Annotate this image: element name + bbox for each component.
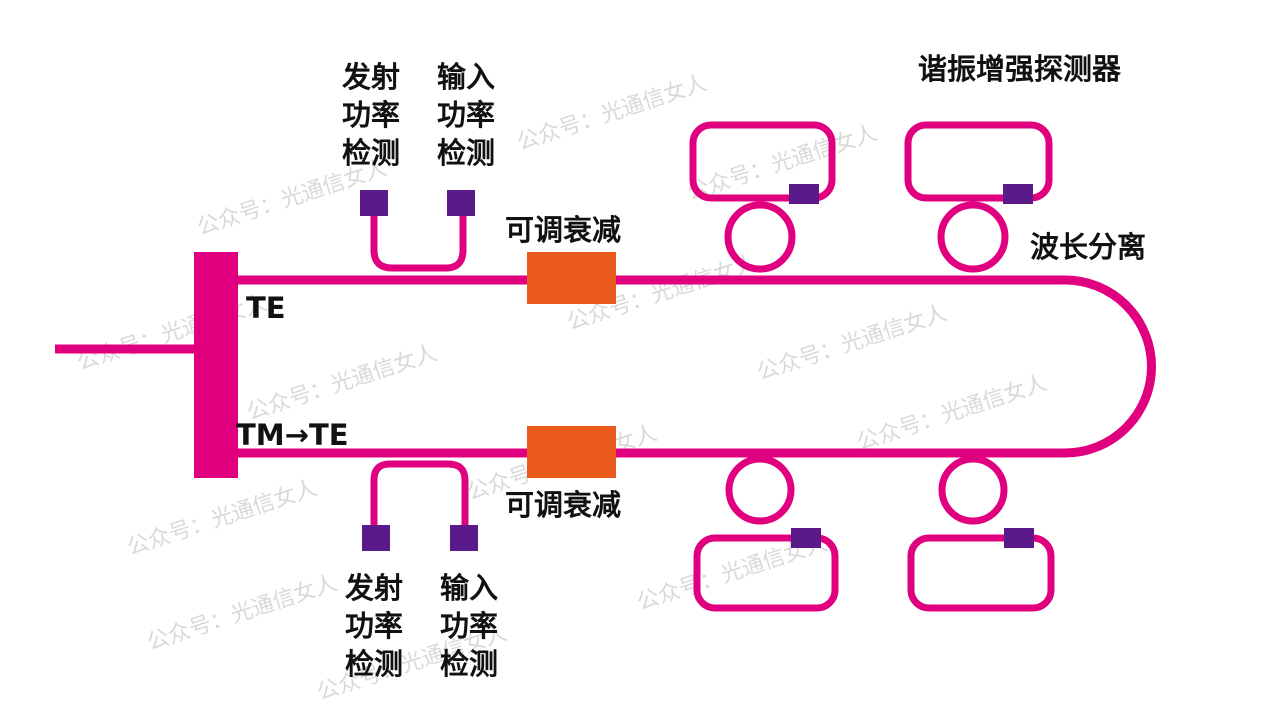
wavelength-split-label: 波长分离 bbox=[1030, 230, 1146, 264]
resonant-loop-top-2 bbox=[904, 121, 1053, 202]
bottom-monitor-tap bbox=[370, 460, 469, 528]
watermark-text: 公众号：光通信女人 bbox=[74, 291, 270, 376]
resonance-detector-label: 谐振增强探测器 bbox=[918, 52, 1122, 86]
tunable-attenuator-bottom-label: 可调衰减 bbox=[505, 488, 621, 522]
watermark-text: 公众号：光通信女人 bbox=[854, 371, 1050, 456]
tunable-attenuator-top bbox=[527, 252, 616, 304]
te-label: TE bbox=[246, 291, 286, 325]
ring-filter-top-2 bbox=[937, 201, 1009, 273]
top-emit-power-label: 发射 功率 检测 bbox=[341, 60, 400, 170]
bottom-input-power-label: 输入 功率 检测 bbox=[440, 571, 498, 681]
bus-waveguide bbox=[238, 275, 1156, 458]
ring-filter-bottom-2 bbox=[938, 455, 1008, 525]
resonance-detector-bottom-2 bbox=[1004, 528, 1034, 548]
bottom-input-power-detector bbox=[450, 525, 478, 551]
watermark-text: 公众号：光通信女人 bbox=[684, 121, 880, 206]
watermark-text: 公众号：光通信女人 bbox=[514, 71, 710, 156]
label-line: 发射 bbox=[344, 571, 403, 605]
tm-te-label: TM→TE bbox=[236, 418, 349, 452]
top-monitor-tap bbox=[370, 213, 467, 272]
resonant-loop-bottom-1 bbox=[693, 534, 839, 612]
ring-filter-bottom-1 bbox=[725, 455, 795, 525]
top-emit-power-detector bbox=[360, 190, 388, 216]
watermark-text: 公众号：光通信女人 bbox=[124, 476, 320, 561]
label-line: 检测 bbox=[342, 136, 400, 170]
resonance-detector-top-2 bbox=[1003, 184, 1033, 204]
resonance-detector-bottom-1 bbox=[791, 528, 821, 548]
bottom-emit-power-detector bbox=[362, 525, 390, 551]
watermark-text: 公众号：光通信女人 bbox=[144, 571, 340, 656]
resonant-loop-top-1 bbox=[689, 121, 836, 202]
tunable-attenuator-top-label: 可调衰减 bbox=[505, 213, 621, 247]
watermark-text: 公众号：光通信女人 bbox=[754, 301, 950, 386]
label-line: 功率 bbox=[437, 98, 495, 132]
tunable-attenuator-bottom bbox=[527, 426, 616, 478]
top-input-power-label: 输入 功率 检测 bbox=[437, 60, 495, 170]
resonant-loop-bottom-2 bbox=[907, 534, 1055, 612]
label-line: 功率 bbox=[345, 609, 403, 643]
top-input-power-detector bbox=[447, 190, 475, 216]
resonance-detector-top-1 bbox=[789, 184, 819, 204]
label-line: 检测 bbox=[440, 647, 498, 681]
bottom-emit-power-label: 发射 功率 检测 bbox=[344, 571, 403, 681]
label-line: 功率 bbox=[440, 609, 498, 643]
label-line: 检测 bbox=[437, 136, 495, 170]
polarization-splitter-bar bbox=[194, 252, 238, 478]
label-line: 发射 bbox=[341, 60, 400, 94]
label-line: 功率 bbox=[342, 98, 400, 132]
label-line: 输入 bbox=[437, 60, 495, 94]
watermark-text: 公众号：光通信女人 bbox=[244, 341, 440, 426]
ring-filter-top-1 bbox=[724, 201, 796, 273]
label-line: 输入 bbox=[440, 571, 498, 605]
label-line: 检测 bbox=[345, 647, 403, 681]
